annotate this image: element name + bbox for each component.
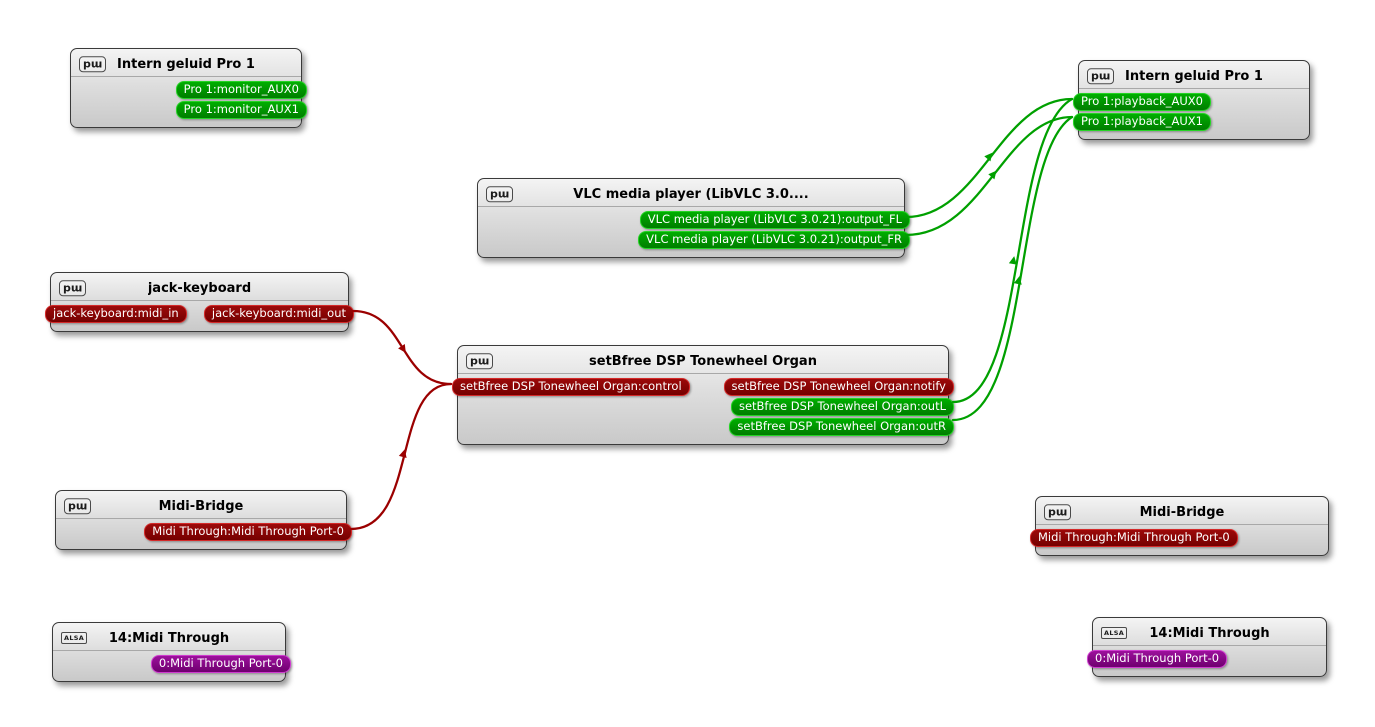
port-pro1-playback-aux1[interactable]: Pro 1:playback_AUX1 xyxy=(1073,113,1211,131)
node-title: 14:Midi Through xyxy=(1149,625,1270,641)
port-setbfree-outl[interactable]: setBfree DSP Tonewheel Organ:outL xyxy=(730,398,954,416)
edge-arrow xyxy=(988,170,997,180)
edge-vlc-fr-to-playback-aux1[interactable] xyxy=(904,115,1074,237)
edge-arrow xyxy=(398,449,407,459)
port-setbfree-notify[interactable]: setBfree DSP Tonewheel Organ:notify xyxy=(723,378,954,396)
node-title: Intern geluid Pro 1 xyxy=(117,56,255,72)
node-header[interactable]: pɯ Intern geluid Pro 1 xyxy=(1079,61,1309,89)
port-jack-keyboard-midi-in[interactable]: jack-keyboard:midi_in xyxy=(45,305,187,323)
port-midi-through-port0-in[interactable]: Midi Through:Midi Through Port-0 xyxy=(1030,529,1238,547)
port-midi-through-port0-out[interactable]: Midi Through:Midi Through Port-0 xyxy=(144,523,352,541)
port-pro1-monitor-aux1[interactable]: Pro 1:monitor_AUX1 xyxy=(175,101,307,119)
edge-jack-keyboard-midiout-to-setbfree-control[interactable] xyxy=(351,309,453,386)
pipewire-icon: pɯ xyxy=(1087,67,1115,84)
edge-setbfree-outl-to-playback-aux0[interactable] xyxy=(951,97,1074,404)
node-header[interactable]: pɯ Midi-Bridge xyxy=(1036,497,1328,525)
node-header[interactable]: pɯ Intern geluid Pro 1 xyxy=(71,49,301,77)
node-title: Midi-Bridge xyxy=(1139,504,1225,520)
port-pro1-monitor-aux0[interactable]: Pro 1:monitor_AUX0 xyxy=(175,81,307,99)
edge-arrow xyxy=(1008,256,1017,265)
node-14-midi-through-out[interactable]: ALSA 14:Midi Through 0:Midi Through Port… xyxy=(52,622,291,682)
edge-setbfree-outr-to-playback-aux1[interactable] xyxy=(951,115,1074,422)
node-header[interactable]: pɯ Midi-Bridge xyxy=(56,491,346,519)
edge-arrow xyxy=(984,152,993,162)
alsa-icon: ALSA xyxy=(1101,626,1128,639)
node-vlc-media-player[interactable]: pɯ VLC media player (LibVLC 3.0.... VLC … xyxy=(477,178,910,258)
node-title: jack-keyboard xyxy=(147,280,252,296)
alsa-icon: ALSA xyxy=(61,631,88,644)
node-title: setBfree DSP Tonewheel Organ xyxy=(589,353,817,369)
pipewire-icon: pɯ xyxy=(64,497,92,514)
edge-arrow xyxy=(1013,276,1022,285)
node-header[interactable]: pɯ jack-keyboard xyxy=(51,273,348,301)
port-vlc-output-fl[interactable]: VLC media player (LibVLC 3.0.21):output_… xyxy=(639,211,910,229)
node-header[interactable]: pɯ VLC media player (LibVLC 3.0.... xyxy=(478,179,904,207)
pipewire-icon: pɯ xyxy=(486,185,514,202)
node-setbfree-dsp-tonewheel-organ[interactable]: pɯ setBfree DSP Tonewheel Organ setBfree… xyxy=(452,345,954,445)
node-intern-geluid-pro-1-monitor[interactable]: pɯ Intern geluid Pro 1 Pro 1:monitor_AUX… xyxy=(70,48,307,128)
node-midi-bridge-out[interactable]: pɯ Midi-Bridge Midi Through:Midi Through… xyxy=(55,490,352,550)
port-vlc-output-fr[interactable]: VLC media player (LibVLC 3.0.21):output_… xyxy=(638,231,910,249)
pipewire-icon: pɯ xyxy=(59,279,87,296)
node-title: Midi-Bridge xyxy=(158,498,244,514)
pipewire-icon: pɯ xyxy=(79,55,107,72)
port-setbfree-outr[interactable]: setBfree DSP Tonewheel Organ:outR xyxy=(729,418,954,436)
pipewire-icon: pɯ xyxy=(466,352,494,369)
port-0-midi-through-port0-out[interactable]: 0:Midi Through Port-0 xyxy=(150,655,291,673)
pipewire-icon: pɯ xyxy=(1044,503,1072,520)
edge-midi-bridge-to-setbfree-control[interactable] xyxy=(349,382,453,531)
node-14-midi-through-in[interactable]: ALSA 14:Midi Through 0:Midi Through Port… xyxy=(1087,617,1327,677)
node-midi-bridge-in[interactable]: pɯ Midi-Bridge Midi Through:Midi Through… xyxy=(1030,496,1329,556)
node-intern-geluid-pro-1-playback[interactable]: pɯ Intern geluid Pro 1 Pro 1:playback_AU… xyxy=(1073,60,1310,140)
node-header[interactable]: pɯ setBfree DSP Tonewheel Organ xyxy=(458,346,948,374)
node-header[interactable]: ALSA 14:Midi Through xyxy=(1093,618,1326,646)
port-pro1-playback-aux0[interactable]: Pro 1:playback_AUX0 xyxy=(1073,93,1211,111)
node-title: VLC media player (LibVLC 3.0.... xyxy=(573,186,809,202)
port-0-midi-through-port0-in[interactable]: 0:Midi Through Port-0 xyxy=(1087,650,1228,668)
port-jack-keyboard-midi-out[interactable]: jack-keyboard:midi_out xyxy=(203,305,354,323)
port-setbfree-control[interactable]: setBfree DSP Tonewheel Organ:control xyxy=(452,378,690,396)
node-title: Intern geluid Pro 1 xyxy=(1125,68,1263,84)
node-title: 14:Midi Through xyxy=(108,630,230,646)
edge-arrow xyxy=(398,343,406,353)
node-header[interactable]: ALSA 14:Midi Through xyxy=(53,623,285,651)
node-jack-keyboard[interactable]: pɯ jack-keyboard jack-keyboard:midi_in j… xyxy=(45,272,354,332)
edge-vlc-fl-to-playback-aux0[interactable] xyxy=(904,97,1074,219)
